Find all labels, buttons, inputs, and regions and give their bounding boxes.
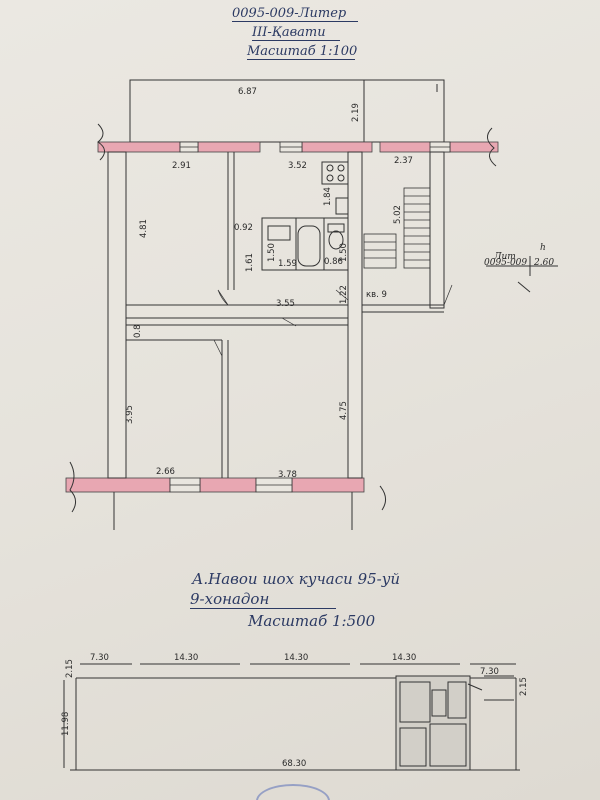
- site-dim-1: 7.30: [90, 653, 109, 663]
- staircase-icon: [363, 187, 431, 269]
- wall-right-stair: [429, 151, 445, 309]
- scale-title-top: Масштаб 1:100: [247, 44, 358, 60]
- dim-bath-width: 1.59: [278, 259, 297, 269]
- doc-code-title: 0095-009-Литер: [232, 6, 358, 22]
- site-dim-h2: 2.15: [519, 677, 529, 696]
- site-dim-h1: 2.15: [65, 659, 75, 678]
- address-title: А.Навои шох кучаси 95-уй: [192, 570, 401, 588]
- bathtub-icon: [297, 225, 321, 267]
- wall-left: [107, 151, 127, 479]
- break-mark-top-right: [487, 127, 497, 167]
- dim-room3-width: 2.66: [156, 467, 175, 477]
- kitchen-sink-icon: [335, 197, 349, 215]
- dim-wc-depth: 1.50: [339, 243, 349, 262]
- scale-title-bottom: Масштаб 1:500: [248, 612, 376, 630]
- wall-bottom-right: [291, 477, 365, 493]
- dim-hall-width: 3.55: [276, 299, 295, 309]
- door-swing-3: [335, 289, 349, 301]
- wall-top-left: [97, 141, 181, 153]
- stove-icon: [321, 161, 349, 185]
- dim-bath-depth: 1.61: [245, 253, 255, 272]
- dim-kitchen-depth: 1.84: [323, 187, 333, 206]
- door-swing-5: [213, 339, 223, 357]
- apartment-number: 9-хонадон: [190, 590, 336, 609]
- wall-top-mid1: [197, 141, 261, 153]
- lit-value: 0095-009: [484, 258, 527, 268]
- sink-icon: [267, 225, 291, 241]
- break-mark-bottom-right: [379, 485, 386, 511]
- dim-wc-width: 0.86: [324, 257, 343, 267]
- site-dim-4: 14.30: [392, 653, 416, 663]
- break-mark-top-left: [97, 123, 105, 161]
- site-dim-3: 14.30: [284, 653, 308, 663]
- door-swing-1: [217, 289, 229, 306]
- dim-kitchen-width: 3.52: [288, 161, 307, 171]
- dim-hall-depth: 1.22: [339, 285, 349, 304]
- dim-bath-a: 1.50: [267, 243, 277, 262]
- lit-header: Лит: [493, 252, 516, 262]
- dim-corridor-width: 0.92: [234, 223, 253, 233]
- dim-room3-depth: 3.95: [125, 405, 135, 424]
- dim-room4-depth: 4.75: [339, 401, 349, 420]
- wall-bottom-left: [65, 477, 171, 493]
- site-dim-height: 11.98: [61, 712, 71, 736]
- wall-middle: [347, 151, 363, 479]
- site-dim-5: 7.30: [480, 667, 499, 677]
- toilet-icon: [328, 230, 344, 250]
- break-mark-bottom-left: [69, 461, 76, 513]
- wall-bottom-mid: [199, 477, 257, 493]
- door-swing-4: [443, 284, 453, 306]
- dim-room1-width: 2.91: [172, 161, 191, 171]
- dim-stair-width: 2.37: [394, 156, 413, 166]
- wall-top-right: [449, 141, 499, 153]
- dim-balcony-width: 6.87: [238, 87, 257, 97]
- floor-plan-top: [65, 79, 558, 530]
- loggia-outline: [363, 79, 445, 143]
- site-dim-2: 14.30: [174, 653, 198, 663]
- bathroom-block: [261, 217, 349, 271]
- dim-loggia-depth: 2.19: [351, 103, 361, 122]
- floor-title: III-Қавати: [252, 25, 340, 41]
- apartment-label: кв. 9: [366, 290, 387, 300]
- dim-stair-depth: 5.02: [393, 205, 403, 224]
- door-swing-2: [281, 317, 297, 327]
- site-dim-total: 68.30: [282, 759, 306, 769]
- site-apartment-block: [395, 675, 471, 771]
- dim-room1-depth: 4.81: [139, 219, 149, 238]
- site-plan: [63, 663, 520, 771]
- lit-header-h: h: [540, 243, 546, 253]
- dim-niche-depth: 0.8: [133, 324, 143, 338]
- wall-top-mid2: [301, 141, 373, 153]
- lit-height-value: 2.60: [533, 258, 554, 268]
- dim-room4-width: 3.78: [278, 470, 297, 480]
